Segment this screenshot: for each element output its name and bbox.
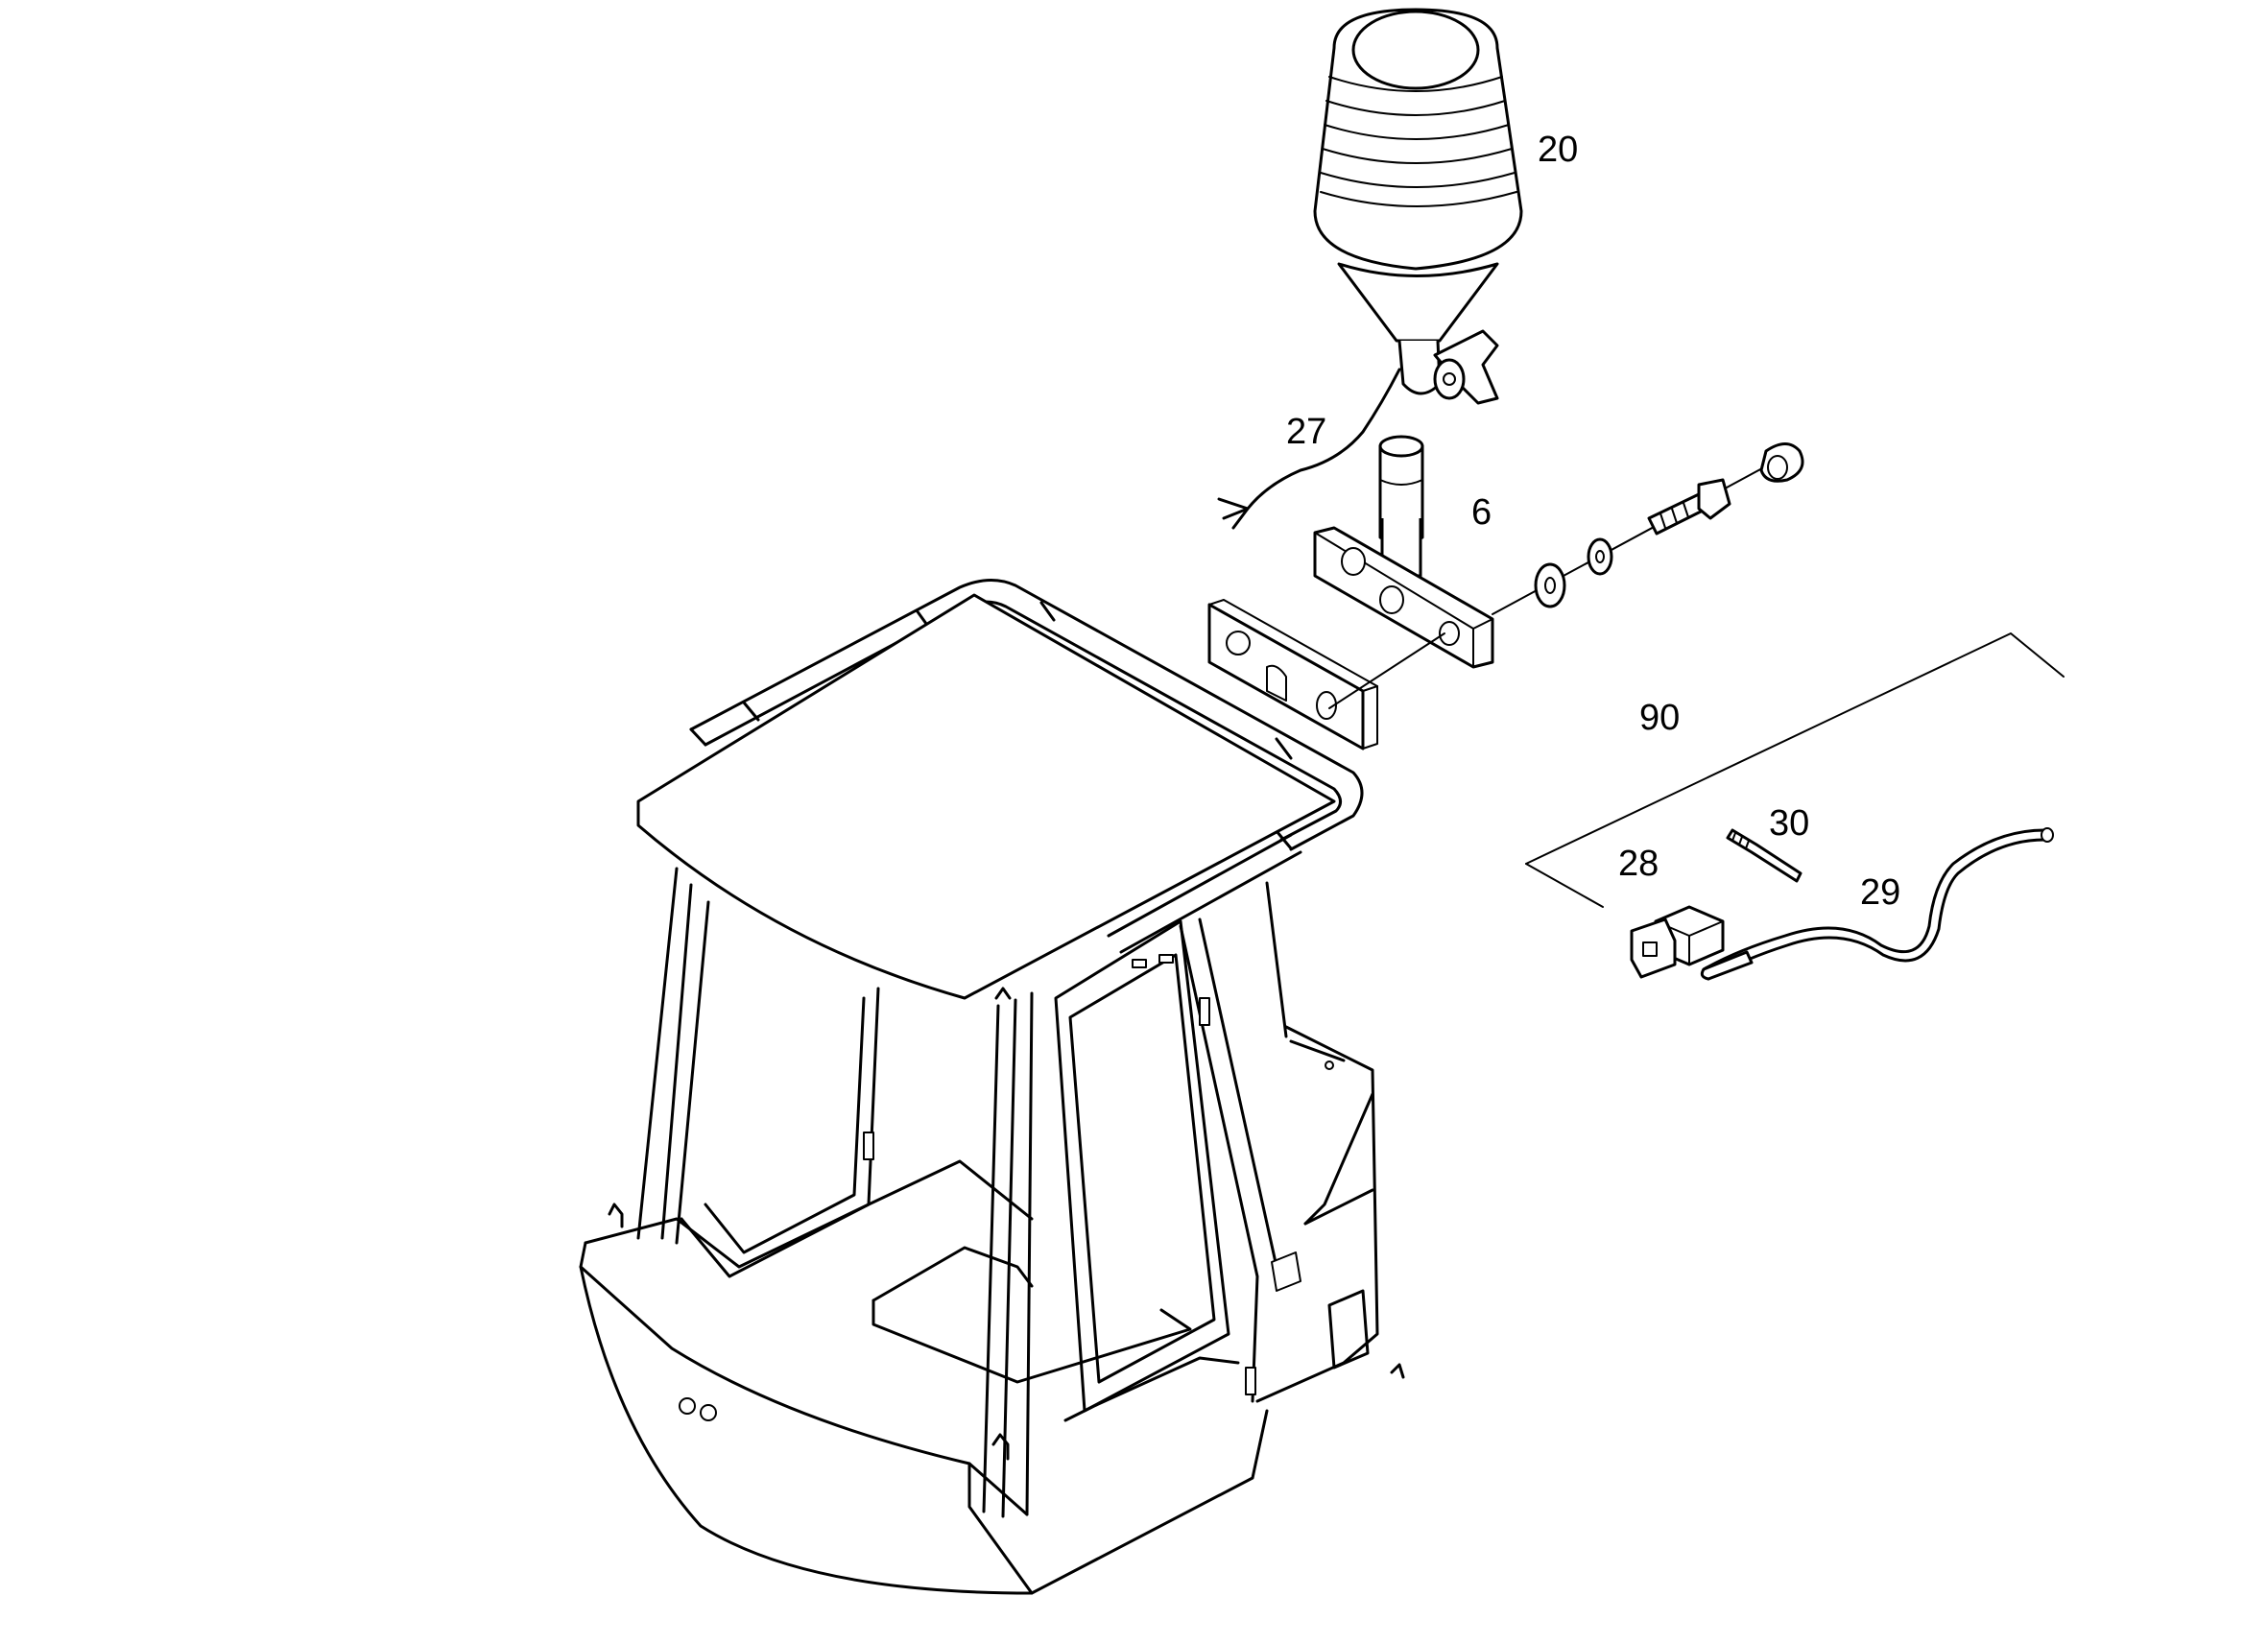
hose-line — [1700, 827, 2054, 981]
beacon-cable — [1217, 368, 1401, 530]
kit-bracket — [1525, 632, 2065, 908]
cab-frame — [636, 867, 1288, 1518]
callout-pin: 30 — [1769, 803, 1809, 844]
callout-post: 6 — [1471, 492, 1492, 533]
cab-assembly — [579, 579, 1405, 1595]
callout-cable: 27 — [1286, 412, 1326, 452]
fastener-set — [1492, 442, 1804, 615]
cab-body — [579, 1025, 1379, 1595]
mounting-plate-upper — [1313, 526, 1494, 669]
callout-lamp: 20 — [1538, 130, 1578, 170]
roof-panel — [636, 593, 1336, 1000]
callout-plug: 28 — [1618, 844, 1659, 884]
callout-kit: 90 — [1639, 698, 1680, 738]
plug-connector — [1630, 905, 1725, 979]
mounting-plate-lower — [1207, 599, 1445, 751]
mounting-post — [1378, 435, 1424, 578]
contact-pin — [1726, 828, 1802, 883]
callout-hose: 29 — [1860, 872, 1900, 913]
beacon-lamp — [1313, 8, 1523, 405]
cab-details — [608, 954, 1405, 1461]
